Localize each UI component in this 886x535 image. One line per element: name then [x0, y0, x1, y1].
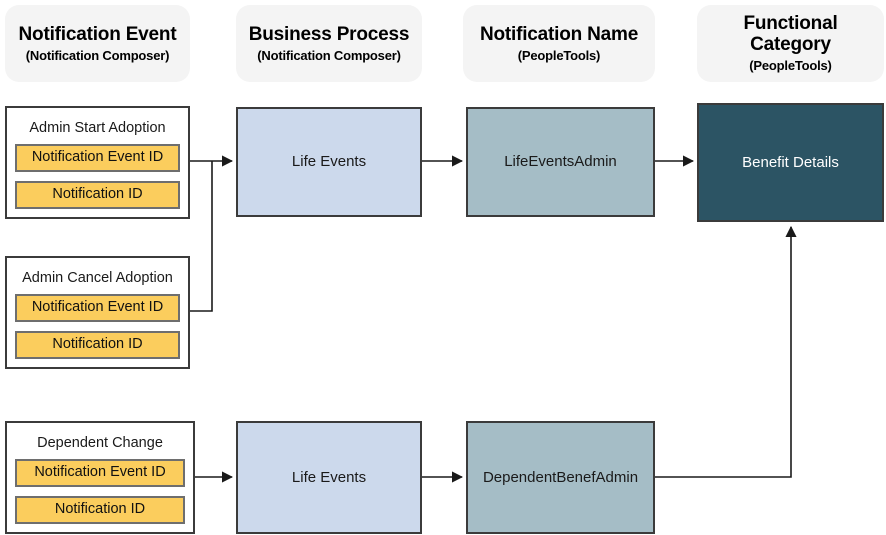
notification-name-label: LifeEventsAdmin: [504, 153, 617, 170]
column-header-business-process: Business Process (Notification Composer): [236, 5, 422, 82]
field-notification-event-id: Notification Event ID: [15, 144, 180, 173]
column-header-title: Notification Event: [18, 23, 177, 45]
field-notification-id: Notification ID: [15, 496, 185, 524]
functional-category-label: Benefit Details: [742, 153, 839, 171]
field-notification-id: Notification ID: [15, 181, 180, 209]
process-box-life-events-top[interactable]: Life Events: [236, 107, 422, 217]
column-header-notification-name: Notification Name (PeopleTools): [463, 5, 655, 82]
column-header-title: Notification Name: [479, 23, 639, 45]
process-box-life-events-bottom[interactable]: Life Events: [236, 421, 422, 534]
column-header-title: Business Process: [248, 23, 410, 45]
column-header-title: Functional Category: [743, 12, 838, 56]
notification-name-box-dependentbenefadmin[interactable]: DependentBenefAdmin: [466, 421, 655, 534]
event-box-dependent-change[interactable]: Dependent Change Notification Event ID N…: [5, 421, 195, 534]
column-header-subtitle: (Notification Composer): [257, 47, 401, 63]
field-notification-id: Notification ID: [15, 331, 180, 359]
notification-name-box-lifeeventsadmin[interactable]: LifeEventsAdmin: [466, 107, 655, 217]
process-box-label: Life Events: [291, 468, 367, 486]
connector-dependentbenefadmin-to-benefit-details: [655, 225, 797, 478]
column-header-functional-category: Functional Category (PeopleTools): [697, 5, 884, 82]
functional-category-box-benefit-details[interactable]: Benefit Details: [697, 103, 884, 222]
event-box-admin-start-adoption[interactable]: Admin Start Adoption Notification Event …: [5, 106, 190, 219]
notification-name-label: DependentBenefAdmin: [482, 468, 639, 486]
connector-cancel-adoption-to-life-events: [190, 161, 213, 312]
column-header-subtitle: (PeopleTools): [749, 58, 832, 74]
column-header-subtitle: (PeopleTools): [517, 47, 601, 63]
event-box-admin-cancel-adoption[interactable]: Admin Cancel Adoption Notification Event…: [5, 256, 190, 369]
column-header-notification-event: Notification Event (Notification Compose…: [5, 5, 190, 82]
event-title: Dependent Change: [37, 435, 163, 451]
field-notification-event-id: Notification Event ID: [15, 294, 180, 323]
event-title: Admin Cancel Adoption: [22, 270, 173, 286]
field-notification-event-id: Notification Event ID: [15, 459, 185, 488]
column-header-subtitle: (Notification Composer): [25, 47, 170, 63]
event-title: Admin Start Adoption: [29, 120, 166, 136]
process-box-label: Life Events: [291, 153, 367, 170]
